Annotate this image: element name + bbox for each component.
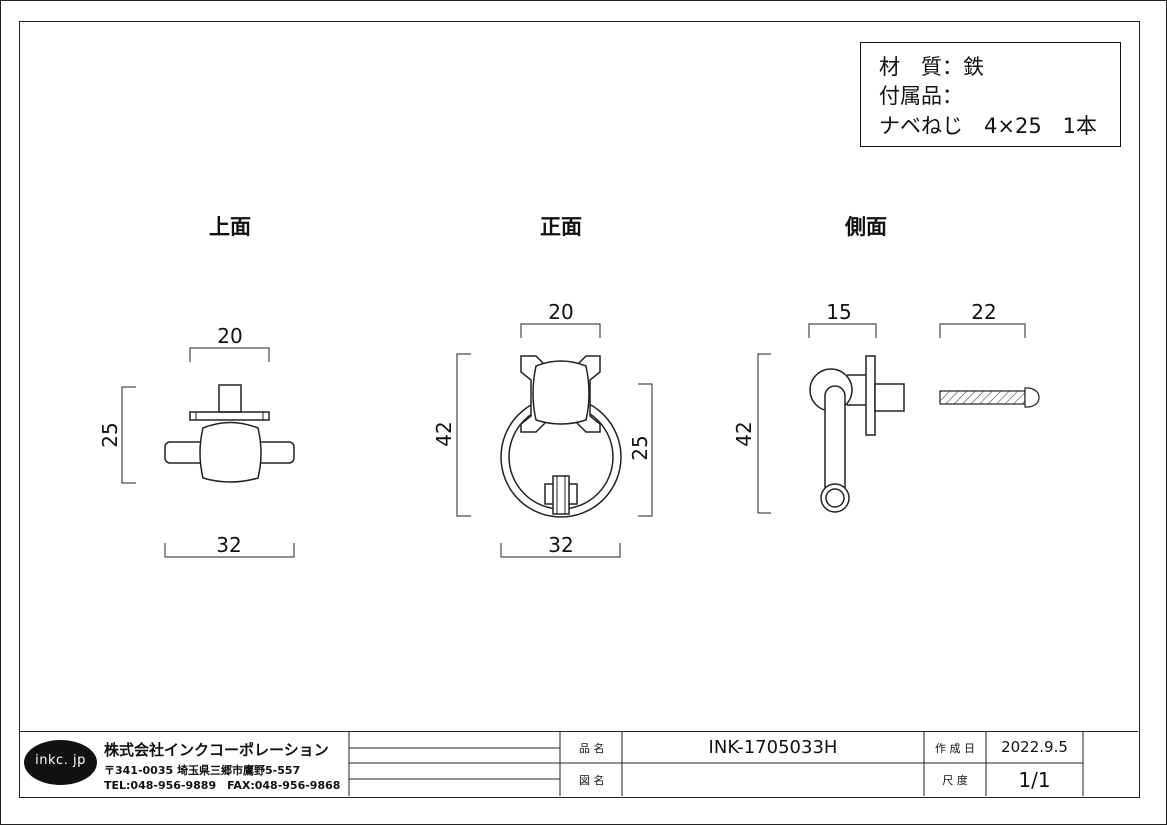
front-view-height-25: 25: [628, 435, 652, 461]
top-view-height-25: 25: [98, 422, 122, 448]
front-view-drawing: [456, 323, 653, 558]
screw-spec-text: ナベねじ 4×25 1本: [879, 114, 1098, 138]
drawing-name-label: 図 名: [579, 774, 605, 787]
side-view-drawing: [757, 323, 1040, 514]
top-view-width-20: 20: [217, 324, 243, 348]
scale-label: 尺 度: [942, 774, 968, 787]
side-view-height-42: 42: [732, 421, 756, 447]
specification-box: 材 質：鉄 付属品： ナベねじ 4×25 1本: [860, 42, 1121, 147]
top-view-width-32: 32: [216, 533, 242, 557]
screw-length-22: 22: [971, 300, 997, 324]
front-view-height-42: 42: [432, 421, 456, 447]
front-view-width-20: 20: [548, 300, 574, 324]
front-view-width-32: 32: [548, 533, 574, 557]
title-block-grid: [348, 732, 1084, 796]
product-name: INK-1705033H: [708, 737, 838, 758]
top-view-title: 上面: [209, 215, 251, 239]
logo-text: inkc. jp: [35, 753, 86, 768]
side-view-depth-15: 15: [826, 300, 852, 324]
scale-value: 1/1: [1018, 768, 1051, 792]
accessories-label: 付属品：: [879, 84, 963, 108]
created-date: 2022.9.5: [1001, 738, 1068, 756]
company-logo: inkc. jp: [24, 740, 97, 785]
material-text: 材 質：鉄: [879, 55, 984, 79]
drawing-inner-border: [19, 21, 1140, 798]
product-name-label: 品 名: [579, 742, 605, 755]
top-view-drawing: [121, 347, 295, 558]
title-block: 株式会社インクコーポレーション 〒341-0035 埼玉県三郷市鷹野5-557 …: [19, 731, 1138, 796]
company-contact: TEL:048-956-9889 FAX:048-956-9868: [104, 779, 341, 792]
created-date-label: 作 成 日: [935, 742, 975, 755]
company-name: 株式会社インクコーポレーション: [104, 741, 329, 759]
front-view-title: 正面: [540, 215, 582, 239]
company-address: 〒341-0035 埼玉県三郷市鷹野5-557: [104, 764, 301, 777]
side-view-title: 側面: [845, 215, 887, 239]
